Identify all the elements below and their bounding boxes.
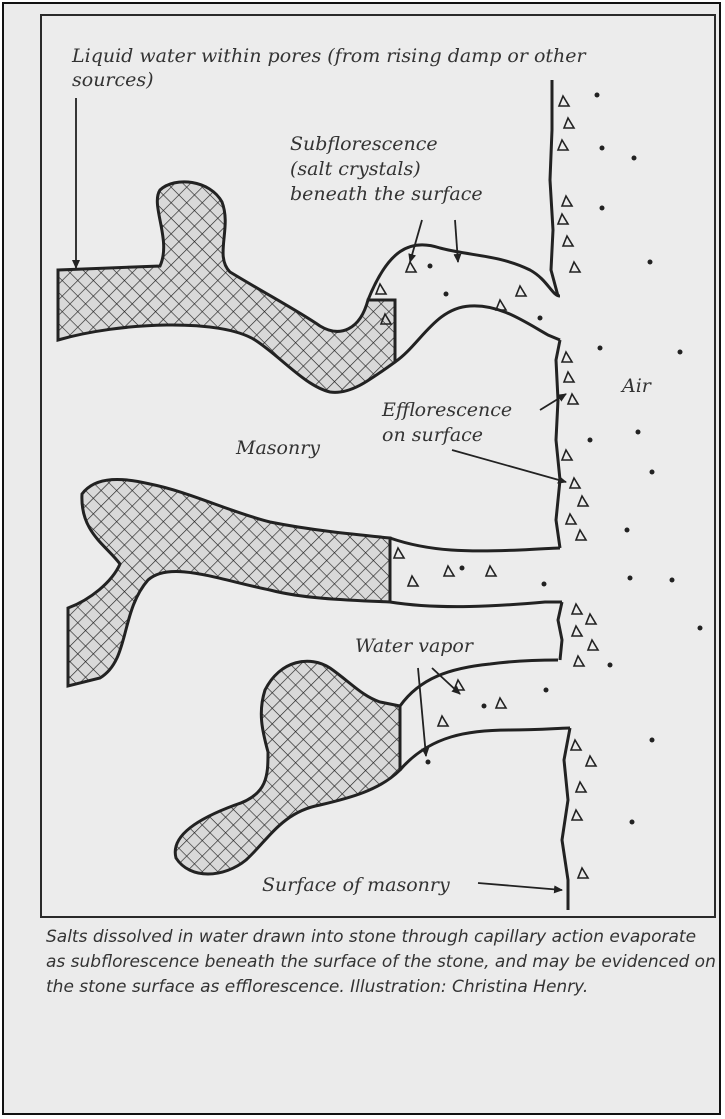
pore-3 [175,660,570,874]
pore-2-wall-bottom [390,602,562,607]
pore-1-wall-top [368,245,560,300]
pore-1-water [58,182,395,393]
pore-1 [58,182,560,393]
pore-2-water [68,479,390,686]
pore-3-wall-top [400,660,558,706]
label-liquid-water: Liquid water within pores (from rising d… [72,44,586,92]
label-surface-of-masonry: Surface of masonry [262,873,450,897]
pore-2 [68,479,562,686]
arrow-surface-of-masonry [478,883,562,890]
arrow-efflorescence-up [540,394,566,410]
arrow-subflorescence-1 [410,220,422,262]
pore-3-water [175,661,400,874]
label-air: Air [622,374,651,398]
arrow-subflorescence-2 [455,220,458,262]
arrow-efflorescence [452,450,566,482]
pore-1-wall-bottom [395,306,560,362]
label-masonry: Masonry [236,436,320,460]
pore-2-wall-top [390,538,560,551]
label-efflorescence: Efflorescence on surface [382,398,512,448]
label-subflorescence: Subflorescence (salt crystals) beneath t… [290,132,483,207]
masonry-surface [550,80,570,910]
figure-caption: Salts dissolved in water drawn into ston… [46,925,718,1000]
label-water-vapor: Water vapor [355,634,473,658]
